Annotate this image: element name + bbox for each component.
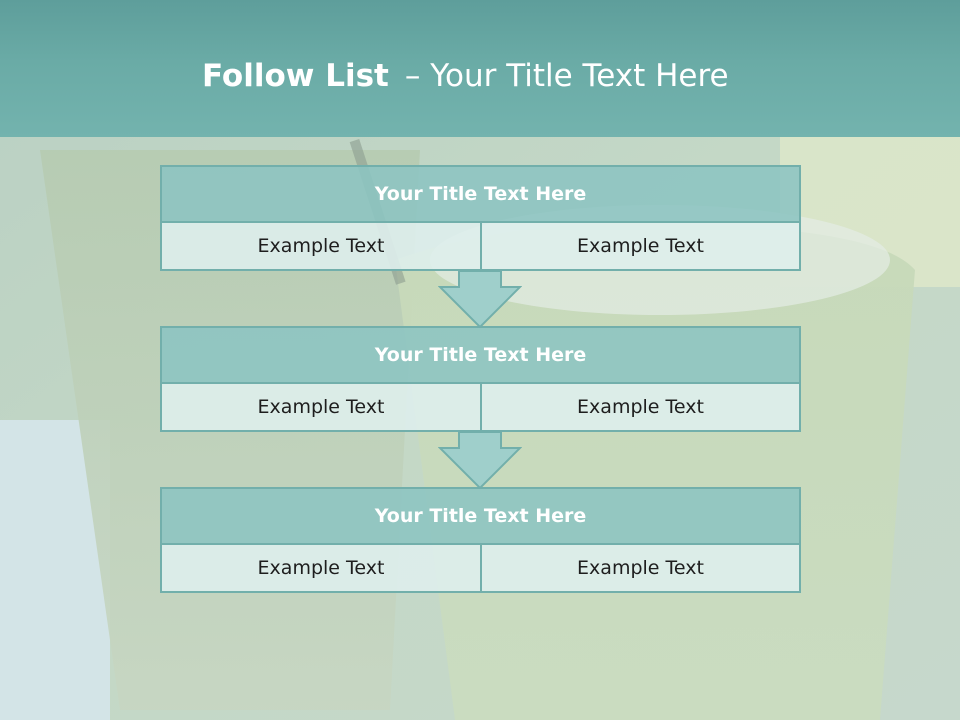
follow-list-block-2: Your Title Text Here Example Text Exampl… [160, 326, 801, 432]
block-cell-right: Example Text [482, 223, 799, 269]
block-title: Your Title Text Here [162, 489, 799, 545]
block-cell-left: Example Text [162, 545, 482, 591]
page-title: Follow List – Your Title Text Here [202, 54, 729, 98]
follow-list-block-3: Your Title Text Here Example Text Exampl… [160, 487, 801, 593]
title-banner: Follow List – Your Title Text Here [0, 0, 960, 137]
follow-list-block-1: Your Title Text Here Example Text Exampl… [160, 165, 801, 271]
down-arrow-icon [438, 271, 522, 329]
block-cell-left: Example Text [162, 223, 482, 269]
page-title-strong: Follow List [202, 58, 389, 94]
page-title-rest: – Your Title Text Here [404, 58, 729, 94]
block-cell-right: Example Text [482, 545, 799, 591]
block-title: Your Title Text Here [162, 328, 799, 384]
block-cell-right: Example Text [482, 384, 799, 430]
block-title: Your Title Text Here [162, 167, 799, 223]
down-arrow-icon [438, 432, 522, 490]
block-cell-left: Example Text [162, 384, 482, 430]
